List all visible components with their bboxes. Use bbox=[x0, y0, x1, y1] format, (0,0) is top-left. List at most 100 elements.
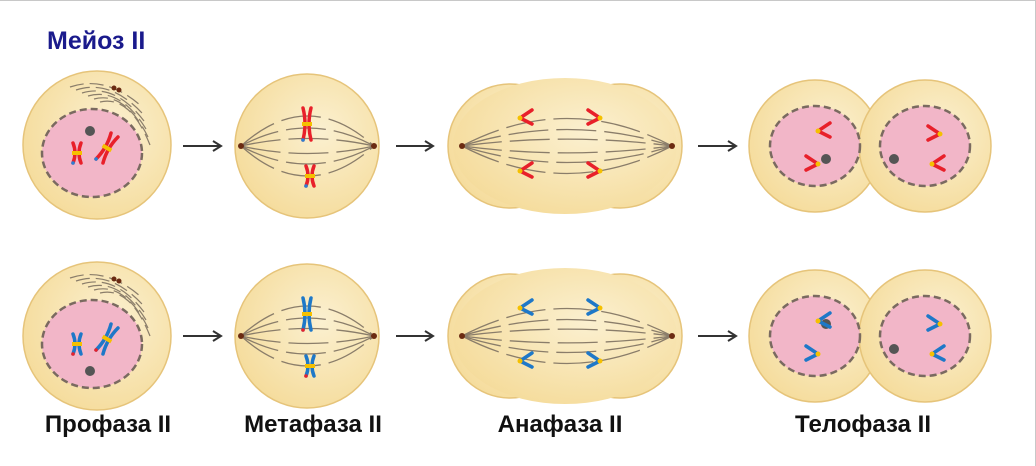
spindle-fiber bbox=[461, 335, 673, 354]
chromosome bbox=[94, 131, 120, 165]
spindle-fiber bbox=[461, 138, 673, 147]
spindle-fiber bbox=[69, 83, 141, 106]
centromere bbox=[72, 342, 82, 346]
arrow-head-icon bbox=[424, 330, 435, 342]
chromatid-tip bbox=[304, 374, 308, 378]
nuclear-envelope bbox=[768, 104, 862, 188]
spindle-fiber bbox=[240, 335, 375, 345]
centromere bbox=[517, 168, 523, 174]
spindle-fiber bbox=[461, 335, 673, 344]
arrow-head-icon bbox=[424, 140, 435, 152]
nucleolus bbox=[889, 154, 899, 164]
arrow-head-icon bbox=[727, 330, 738, 342]
spindle-fiber bbox=[93, 97, 149, 138]
centromere bbox=[101, 143, 113, 153]
label-telophase-ii: Телофаза II bbox=[794, 411, 932, 438]
nuclear-envelope bbox=[40, 298, 144, 390]
spindle-fiber bbox=[99, 291, 151, 337]
chromatid-tip bbox=[71, 352, 75, 356]
nucleolus bbox=[821, 154, 831, 164]
chromosome bbox=[304, 164, 316, 188]
anaphase-cytoplasm bbox=[453, 78, 677, 214]
centromere bbox=[101, 334, 113, 344]
spindle-fiber bbox=[240, 145, 375, 165]
centromere bbox=[597, 168, 603, 174]
arrow-head-icon bbox=[212, 140, 223, 152]
label-anaphase-ii: Анафаза II bbox=[497, 411, 623, 438]
spindle-fiber bbox=[99, 100, 151, 146]
chromosome bbox=[71, 141, 83, 165]
centromere bbox=[597, 358, 603, 364]
chromatid-tip bbox=[304, 184, 308, 188]
spindle-fiber bbox=[461, 145, 673, 175]
metaphase-cell bbox=[234, 73, 380, 219]
nuclear-envelope bbox=[40, 107, 144, 199]
chromosome bbox=[304, 354, 316, 378]
centromere bbox=[929, 161, 935, 167]
nuclear-envelope bbox=[878, 104, 972, 188]
nuclear-envelope bbox=[878, 294, 972, 378]
diagram-title: Мейоз II bbox=[47, 27, 146, 55]
chromosome bbox=[301, 106, 313, 142]
chromatid-tip bbox=[301, 138, 305, 142]
centriole bbox=[238, 143, 244, 149]
chromosome bbox=[301, 296, 313, 332]
centriole bbox=[116, 278, 122, 284]
spindle-fiber bbox=[81, 281, 145, 313]
arrow-head-icon bbox=[727, 140, 738, 152]
chromosome bbox=[94, 322, 120, 356]
centromere bbox=[815, 128, 821, 134]
centromere bbox=[517, 115, 523, 121]
spindle-fiber bbox=[461, 318, 673, 337]
centromere bbox=[815, 318, 821, 324]
spindle-fiber bbox=[240, 335, 375, 355]
centromere bbox=[597, 115, 603, 121]
centriole bbox=[116, 87, 122, 93]
label-metaphase-ii: Метафаза II bbox=[244, 411, 382, 438]
centromere bbox=[937, 321, 943, 327]
spindle-fiber bbox=[461, 145, 673, 154]
nucleolus bbox=[889, 344, 899, 354]
spindle-fiber bbox=[69, 274, 141, 297]
spindle-fiber bbox=[240, 115, 375, 147]
nucleolus bbox=[85, 366, 95, 376]
chromatid-tip bbox=[71, 161, 75, 165]
centriole bbox=[459, 143, 465, 149]
nucleolus bbox=[85, 126, 95, 136]
centromere bbox=[929, 351, 935, 357]
spindle-fiber bbox=[240, 145, 375, 155]
nuclear-envelope bbox=[768, 294, 862, 378]
spindle-fiber bbox=[93, 288, 149, 329]
centriole bbox=[371, 143, 377, 149]
chromatid-tip bbox=[301, 328, 305, 332]
centromere bbox=[517, 305, 523, 311]
centriole bbox=[669, 333, 675, 339]
centromere bbox=[72, 151, 82, 155]
spindle-fiber bbox=[461, 328, 673, 337]
spindle-fiber bbox=[461, 117, 673, 147]
spindle-fiber bbox=[75, 277, 143, 305]
centriole bbox=[111, 276, 117, 282]
spindle-fiber bbox=[240, 137, 375, 147]
spindle-fiber bbox=[461, 128, 673, 147]
centriole bbox=[459, 333, 465, 339]
centromere bbox=[305, 364, 315, 368]
spindle-fiber bbox=[461, 145, 673, 164]
spindle-fiber bbox=[87, 284, 147, 321]
chromatid-tip bbox=[94, 157, 98, 161]
centromere bbox=[302, 312, 312, 316]
centromere bbox=[815, 351, 821, 357]
spindle-fiber bbox=[75, 86, 143, 114]
centromere bbox=[302, 122, 312, 126]
spindle-fiber bbox=[87, 93, 147, 130]
centromere bbox=[815, 161, 821, 167]
chromatid-tip bbox=[94, 348, 98, 352]
spindle-fiber bbox=[461, 335, 673, 365]
centromere bbox=[937, 131, 943, 137]
centromere bbox=[305, 174, 315, 178]
chromosome bbox=[71, 332, 83, 356]
arrow-head-icon bbox=[212, 330, 223, 342]
metaphase-cell bbox=[234, 263, 380, 409]
